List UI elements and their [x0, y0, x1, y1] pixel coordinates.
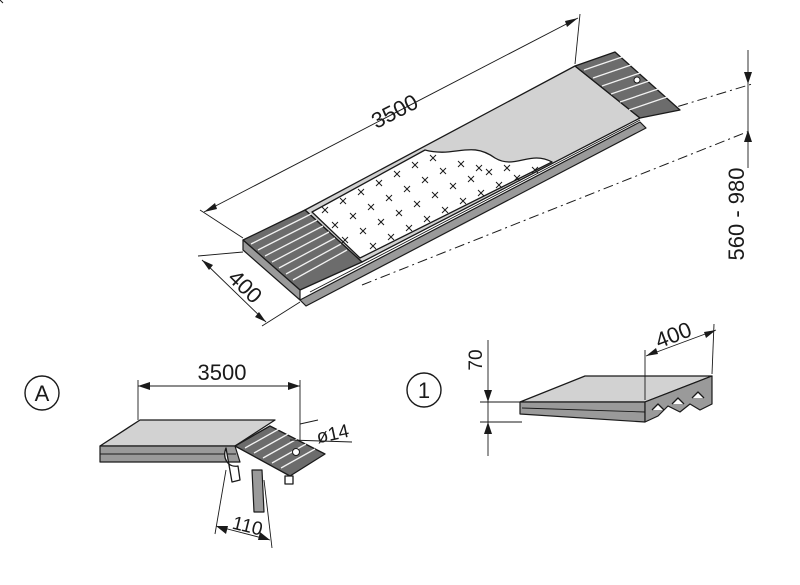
- lower-grip-ribs: [250, 213, 348, 281]
- detail-a-grip: [234, 425, 326, 477]
- arrow-icon: [704, 330, 716, 338]
- arrow-icon: [744, 130, 752, 142]
- detail-a-marker: [24, 375, 60, 411]
- detail-a-offset-label: 110: [230, 513, 264, 541]
- width-dimension-line: [201, 259, 267, 323]
- detail-1-marker-label: 1: [418, 378, 430, 403]
- pin-hole-icon: [292, 448, 300, 456]
- ramp-side-rail: [299, 121, 647, 307]
- width-extension-bottom: [261, 301, 301, 327]
- detail-a-diameter-label: ø14: [315, 421, 352, 448]
- detail-a-hook: [224, 447, 241, 483]
- detail-a-view: A 3500 ø14 11: [24, 360, 353, 549]
- arrow-icon: [216, 526, 228, 534]
- length-dimension-line: [203, 17, 579, 213]
- lower-reference-line: [361, 129, 753, 286]
- offset-extension-right: [263, 479, 273, 549]
- detail-1-ribs: [651, 391, 705, 411]
- length-extension-left: [199, 209, 244, 239]
- perforated-panel: [311, 149, 553, 259]
- arrow-icon: [565, 18, 578, 27]
- detail-1-width-dimension: [645, 329, 717, 357]
- main-ramp-view: 3500 400 560 - 980: [0, 0, 753, 327]
- diameter-leader-top: [299, 419, 319, 425]
- detail-1-extension-right: [711, 323, 715, 375]
- arrow-icon: [204, 203, 217, 212]
- arrow-icon: [138, 382, 150, 390]
- arrow-icon: [258, 532, 270, 540]
- detail-a-support-leg: [251, 469, 265, 513]
- detail-1-height-label: 70: [466, 349, 487, 370]
- arrow-icon: [288, 382, 300, 390]
- main-width-label: 400: [223, 265, 267, 308]
- arrow-icon: [484, 422, 492, 434]
- arrow-icon: [646, 348, 658, 356]
- detail-1-width-label: 400: [652, 317, 695, 353]
- perforation-pattern: [0, 0, 539, 250]
- upper-bolt-icon: [633, 76, 641, 84]
- lower-grip-edge: [242, 239, 301, 301]
- detail-a-grip-ribs: [244, 428, 316, 469]
- detail-a-clamp: [284, 475, 294, 485]
- upper-grip-ribs: [583, 56, 668, 111]
- arrow-icon: [484, 390, 492, 402]
- main-length-label: 3500: [367, 89, 422, 133]
- arrow-icon: [202, 260, 213, 270]
- diameter-leader-line: [289, 439, 353, 443]
- arrow-icon: [744, 72, 752, 84]
- detail-a-marker-label: A: [35, 381, 50, 406]
- offset-extension-left: [214, 469, 227, 535]
- detail-1-front-face: [519, 401, 646, 423]
- length-extension-right: [574, 13, 581, 65]
- detail-1-marker: [406, 372, 442, 408]
- detail-1-profile-line: [521, 407, 646, 413]
- ramp-edge-line: [309, 119, 641, 293]
- main-height-label: 560 - 980: [724, 168, 749, 261]
- detail-1-view: 1 70 400: [406, 317, 717, 456]
- detail-a-length-label: 3500: [198, 360, 247, 385]
- arrow-icon: [255, 312, 266, 322]
- width-extension-top: [197, 251, 244, 257]
